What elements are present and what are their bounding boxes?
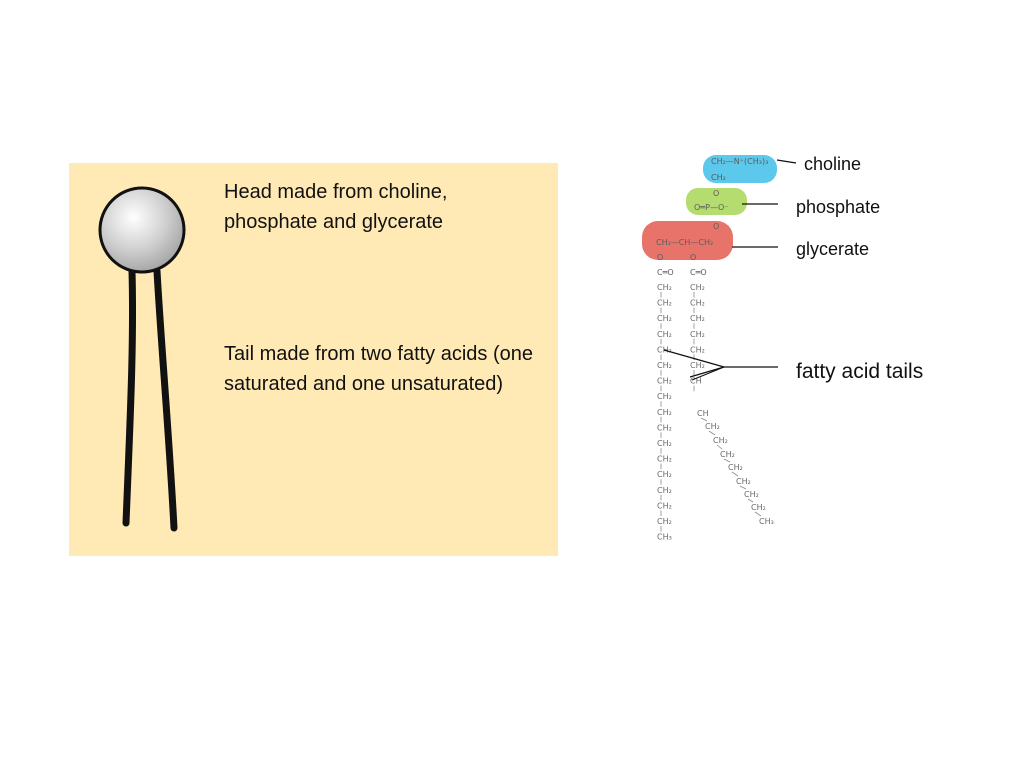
unsaturated-chain-atom: CH₂	[690, 314, 705, 323]
cartoon-tail-left	[122, 267, 137, 527]
saturated-chain-atom: CH₂	[657, 455, 672, 464]
unsaturated-chain-bond	[747, 498, 754, 503]
unsaturated-chain-bond	[708, 430, 716, 436]
tails-pointer-lower	[691, 366, 725, 381]
unsaturated-chain-atom: CH₂	[690, 330, 705, 339]
saturated-chain-atom: CH₂	[657, 517, 672, 526]
unsaturated-chain-atom: CH₂	[690, 299, 705, 308]
head-description: Head made from choline, phosphate and gl…	[224, 181, 448, 233]
unsaturated-chain-atom: CH₂	[751, 503, 766, 512]
saturated-chain-atom: CH₂	[657, 486, 672, 495]
ester-o-right-text: O	[690, 253, 696, 262]
glycerate-group-text: CH₂—CH—CH₂	[656, 238, 713, 247]
saturated-chain-atom: CH₂	[657, 423, 672, 432]
unsaturated-chain-bond	[716, 444, 723, 450]
phosphate-group-text: O═P—O⁻	[694, 203, 728, 212]
glycerate-highlight	[642, 221, 733, 260]
unsaturated-chain-atom: CH	[690, 377, 702, 386]
unsaturated-chain-atom: CH₂	[728, 463, 743, 472]
unsaturated-chain-bond	[754, 511, 762, 517]
phospholipid-cartoon	[98, 186, 186, 532]
saturated-chain-atom: CH₂	[657, 439, 672, 448]
unsaturated-chain-atom: CH₃	[759, 517, 774, 526]
carbonyl-left-text: C═O	[657, 268, 674, 277]
unsaturated-chain-atom: CH₂	[720, 450, 735, 459]
unsaturated-chain-atom: CH₂	[713, 436, 728, 445]
choline-group-text: CH₂—N⁺(CH₃)₃	[711, 157, 768, 166]
saturated-chain-atom: CH₂	[657, 392, 672, 401]
phosphate-o-bottom-text: O	[713, 222, 719, 231]
saturated-chain-atom: CH₂	[657, 408, 672, 417]
saturated-chain-atom: CH₂	[657, 501, 672, 510]
tail-description: Tail made from two fatty acids (one satu…	[224, 343, 534, 395]
cartoon-head	[98, 186, 186, 274]
choline-ch2-text: CH₂	[711, 173, 726, 182]
choline-label: choline	[804, 154, 862, 174]
unsaturated-chain-atom: CH	[697, 409, 709, 418]
saturated-chain-atom: CH₂	[657, 283, 672, 292]
saturated-chain-atom: CH₂	[657, 299, 672, 308]
phosphate-o-top-text: O	[713, 189, 719, 198]
ester-o-left-text: O	[657, 253, 663, 262]
cartoon-tail-right	[153, 267, 178, 532]
choline-pointer	[776, 159, 797, 164]
saturated-chain-atom: CH₂	[657, 330, 672, 339]
unsaturated-chain-bond	[739, 485, 747, 490]
tails-pointer-upper-left	[663, 349, 725, 368]
saturated-chain-atom: CH₂	[657, 314, 672, 323]
unsaturated-chain-bond	[731, 471, 739, 477]
choline-highlight	[703, 155, 777, 183]
unsaturated-chain-bond	[700, 417, 708, 422]
saturated-chain-atom: CH₂	[657, 361, 672, 370]
unsaturated-chain-bond	[723, 458, 731, 463]
carbonyl-right-text: C═O	[690, 268, 707, 277]
phosphate-label: phosphate	[796, 197, 881, 217]
unsaturated-chain-atom: CH₂	[690, 283, 705, 292]
unsaturated-chain-atom: CH₂	[690, 345, 705, 354]
unsaturated-chain-atom: CH₂	[705, 422, 720, 431]
unsaturated-chain-atom: CH₂	[690, 361, 705, 370]
saturated-chain-atom: CH₂	[657, 377, 672, 386]
phosphate-highlight	[686, 188, 747, 215]
unsaturated-chain-atom: CH₂	[736, 477, 751, 486]
saturated-chain-atom: CH₃	[657, 533, 672, 542]
unsaturated-chain-atom: CH₂	[744, 490, 759, 499]
saturated-chain-atom: CH₂	[657, 470, 672, 479]
glycerate-label: glycerate	[796, 239, 870, 259]
fatty-acid-tails-label: fatty acid tails	[796, 360, 924, 383]
